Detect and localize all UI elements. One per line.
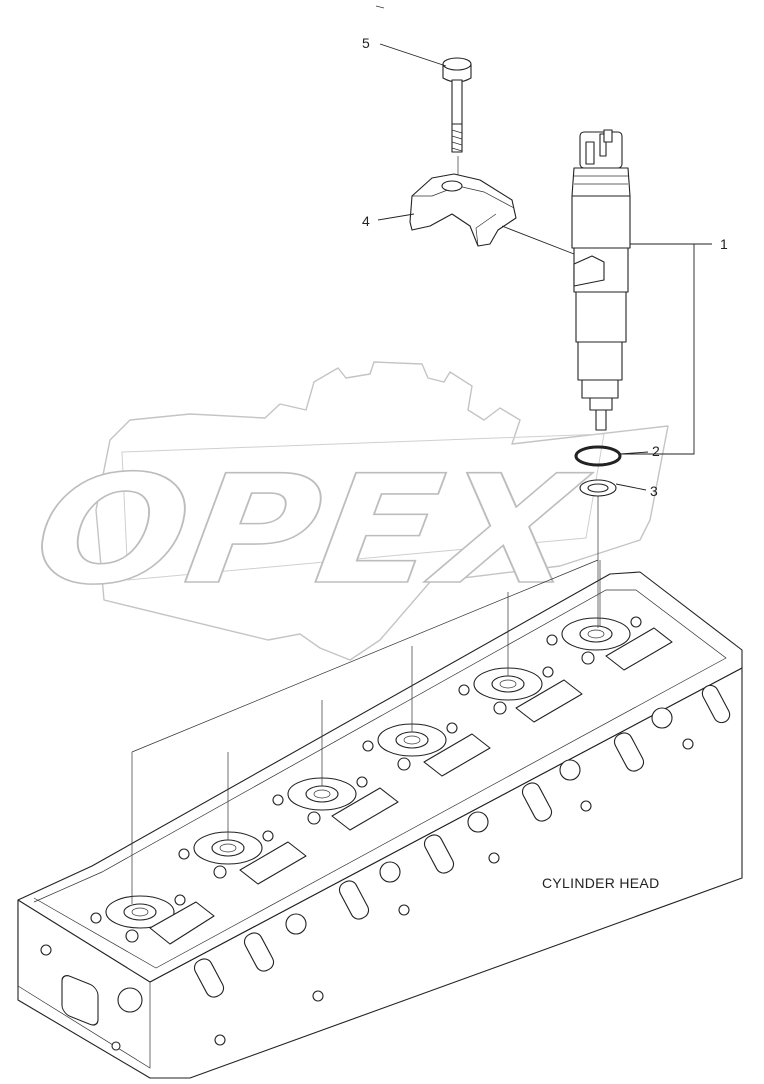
end-face-bolt-hole xyxy=(40,944,52,956)
injector-bores xyxy=(90,616,642,943)
injector xyxy=(571,129,631,431)
end-face-bolt-hole-2 xyxy=(111,1041,121,1051)
leader-line-4 xyxy=(377,213,415,221)
callout-4: 4 xyxy=(362,213,370,229)
leader-line-1-clamp xyxy=(501,225,575,255)
callout-labels: 5 4 1 2 3 xyxy=(362,35,728,499)
cylinder-head xyxy=(17,571,743,1079)
side-face-ports xyxy=(193,684,731,1046)
end-face-hole xyxy=(117,987,143,1013)
callout-1: 1 xyxy=(720,236,728,252)
washer xyxy=(579,479,617,497)
end-face-port xyxy=(61,975,99,1026)
o-ring xyxy=(574,445,622,467)
callout-2: 2 xyxy=(652,443,660,459)
leader-bracket-1 xyxy=(620,244,695,455)
callout-3: 3 xyxy=(650,483,658,499)
top-mark xyxy=(375,5,385,9)
leader-line-2 xyxy=(619,451,649,455)
leader-lines xyxy=(377,43,712,491)
callout-5: 5 xyxy=(362,35,370,51)
clamp xyxy=(409,173,517,247)
bolt xyxy=(442,57,472,153)
watermark: OPEX xyxy=(24,361,669,661)
cylinder-head-caption: CYLINDER HEAD xyxy=(542,875,659,891)
watermark-logo-text: OPEX xyxy=(25,443,598,618)
cylinder-head-deck-edge xyxy=(149,667,743,983)
leader-line-5 xyxy=(379,43,447,67)
leader-line-3 xyxy=(615,483,647,491)
deck-pads xyxy=(149,627,673,945)
watermark-inner-band xyxy=(121,433,605,581)
cylinder-head-inner-rim xyxy=(33,589,727,969)
watermark-gear-outline xyxy=(95,361,669,661)
cylinder-head-end-face xyxy=(17,982,151,1069)
guide-lines xyxy=(131,156,601,904)
